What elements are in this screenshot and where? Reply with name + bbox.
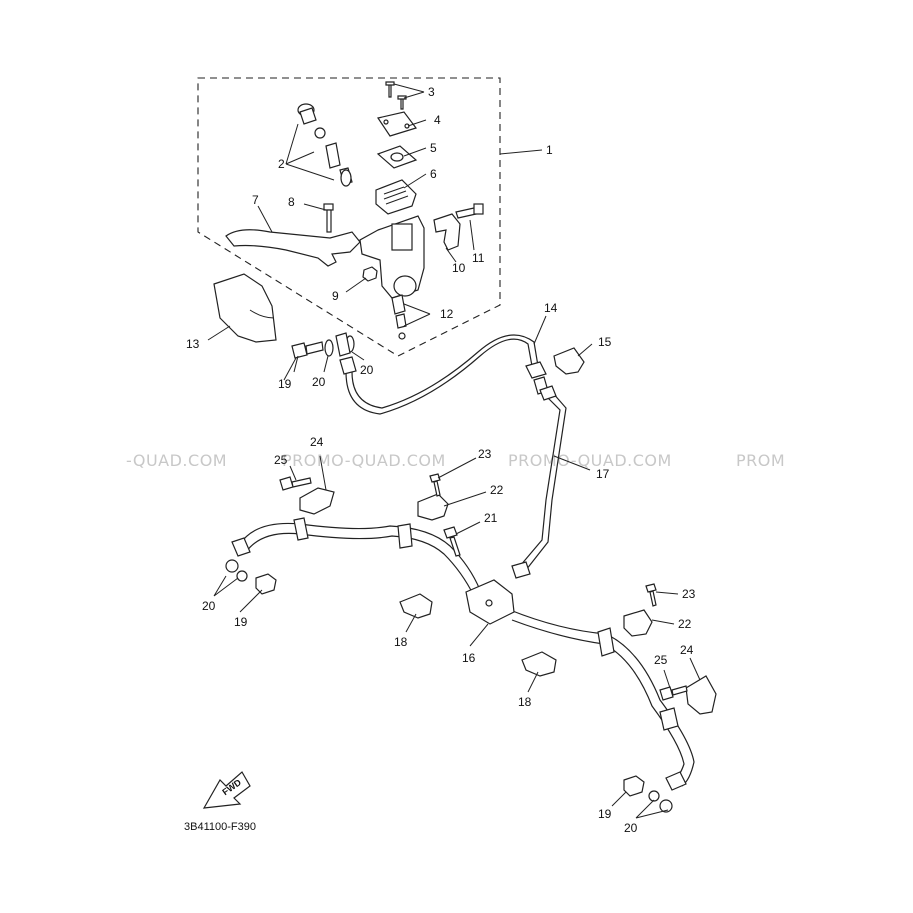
watermark: PROMO-QUAD.COM: [508, 451, 672, 470]
part-washer-20: [648, 790, 660, 802]
callout-24: 24: [680, 643, 694, 657]
callout-6: 6: [430, 167, 437, 181]
part-washer-20: [324, 339, 334, 357]
callout-3: 3: [428, 85, 435, 99]
part-clip-15: [553, 347, 585, 375]
callout-20: 20: [360, 363, 374, 377]
part-bolt-23: [645, 583, 657, 607]
hose-end-fitting: [231, 537, 251, 557]
hose-grommet: [397, 523, 413, 549]
callout-17: 17: [596, 467, 610, 481]
callout-10: 10: [452, 261, 466, 275]
diagram-code: 3B41100-F390: [184, 821, 256, 833]
callout-7: 7: [252, 193, 259, 207]
fwd-arrow: FWD: [202, 771, 251, 809]
callout-9: 9: [332, 289, 339, 303]
part-clamp-24: [685, 675, 717, 715]
brake-pipe-17: [525, 391, 567, 571]
callout-18: 18: [394, 635, 408, 649]
part-banjo-bolt-19-right: [623, 775, 645, 797]
callout-5: 5: [430, 141, 437, 155]
callout-11: 11: [472, 251, 485, 265]
callout-21: 21: [484, 511, 498, 525]
callout-2: 2: [278, 157, 285, 171]
part-reservoir-cap-4: [377, 111, 417, 137]
callout-19: 19: [598, 807, 612, 821]
callout-25: 25: [274, 453, 288, 467]
brake-hose-upper: [345, 338, 533, 415]
part-holder-18: [399, 593, 433, 619]
part-bolt-25: [659, 685, 688, 701]
watermark-row: -QUAD.COM PROMO-QUAD.COM PROMO-QUAD.COM …: [126, 451, 785, 470]
callouts: 1 2 3 4 5 6 7 8 9 10 11 12 13 14 15 16 1…: [186, 85, 696, 835]
part-bolt-25: [279, 476, 312, 491]
brake-hose-right: [511, 619, 685, 781]
brake-hose-left: [245, 532, 475, 597]
callout-15: 15: [598, 335, 612, 349]
callout-23: 23: [682, 587, 696, 601]
watermark: PROMO-QUAD.COM: [282, 451, 446, 470]
part-cover-13: [213, 273, 277, 343]
part-nut-9: [362, 266, 378, 282]
callout-16: 16: [462, 651, 476, 665]
hose-grommet: [597, 627, 615, 657]
part-bolt-23: [429, 473, 441, 497]
watermark: -QUAD.COM: [126, 451, 227, 470]
part-bolt-21: [443, 526, 461, 557]
brake-pipe-17: [519, 395, 561, 567]
part-washer-20: [236, 570, 248, 582]
watermark: PROM: [736, 451, 785, 470]
part-brake-switch-12: [391, 294, 407, 340]
part-banjo-bolt-19-left: [255, 573, 277, 595]
callout-18: 18: [518, 695, 532, 709]
part-pivot-bolt-8: [323, 203, 334, 233]
part-clamp-22: [417, 493, 449, 521]
brake-hose-right: [509, 609, 695, 787]
part-clamp-10: [433, 213, 461, 251]
callout-20: 20: [624, 821, 638, 835]
part-screws-3: [385, 81, 407, 110]
hose-grommet: [293, 517, 309, 541]
assembly-outline: [197, 77, 501, 357]
callout-13: 13: [186, 337, 200, 351]
callout-20: 20: [202, 599, 216, 613]
brake-hose-upper: [351, 334, 539, 409]
hose-fitting: [339, 356, 357, 375]
hose-end-fitting: [665, 771, 687, 791]
part-diaphragm-6: [375, 179, 417, 215]
part-banjo-bolt-19-top: [291, 341, 324, 359]
callout-20: 20: [312, 375, 326, 389]
part-lever-7: [225, 229, 361, 267]
callout-1: 1: [546, 143, 553, 157]
leader-lines: [207, 83, 701, 819]
part-piston-kit-2: [297, 103, 353, 187]
part-clamp-bolt-11: [455, 203, 484, 219]
part-banjo-fitting: [335, 332, 351, 357]
callout-22: 22: [678, 617, 692, 631]
part-washer-20: [225, 559, 239, 573]
part-washer-20: [659, 799, 673, 813]
callout-22: 22: [490, 483, 504, 497]
hose-grommet: [659, 707, 679, 731]
callout-24: 24: [310, 435, 324, 449]
callout-12: 12: [440, 307, 454, 321]
part-clamp-22: [623, 609, 653, 637]
callout-8: 8: [288, 195, 295, 209]
part-plate-5: [376, 145, 418, 169]
callout-23: 23: [478, 447, 492, 461]
pipe-nut: [511, 561, 531, 579]
callout-25: 25: [654, 653, 668, 667]
callout-4: 4: [434, 113, 441, 127]
part-holder-18: [521, 651, 557, 677]
part-master-cylinder-body: [359, 215, 425, 299]
callout-19: 19: [278, 377, 292, 391]
part-clamp-24: [299, 487, 335, 515]
callout-14: 14: [544, 301, 558, 315]
pipe-nut: [539, 385, 557, 401]
callout-19: 19: [234, 615, 248, 629]
